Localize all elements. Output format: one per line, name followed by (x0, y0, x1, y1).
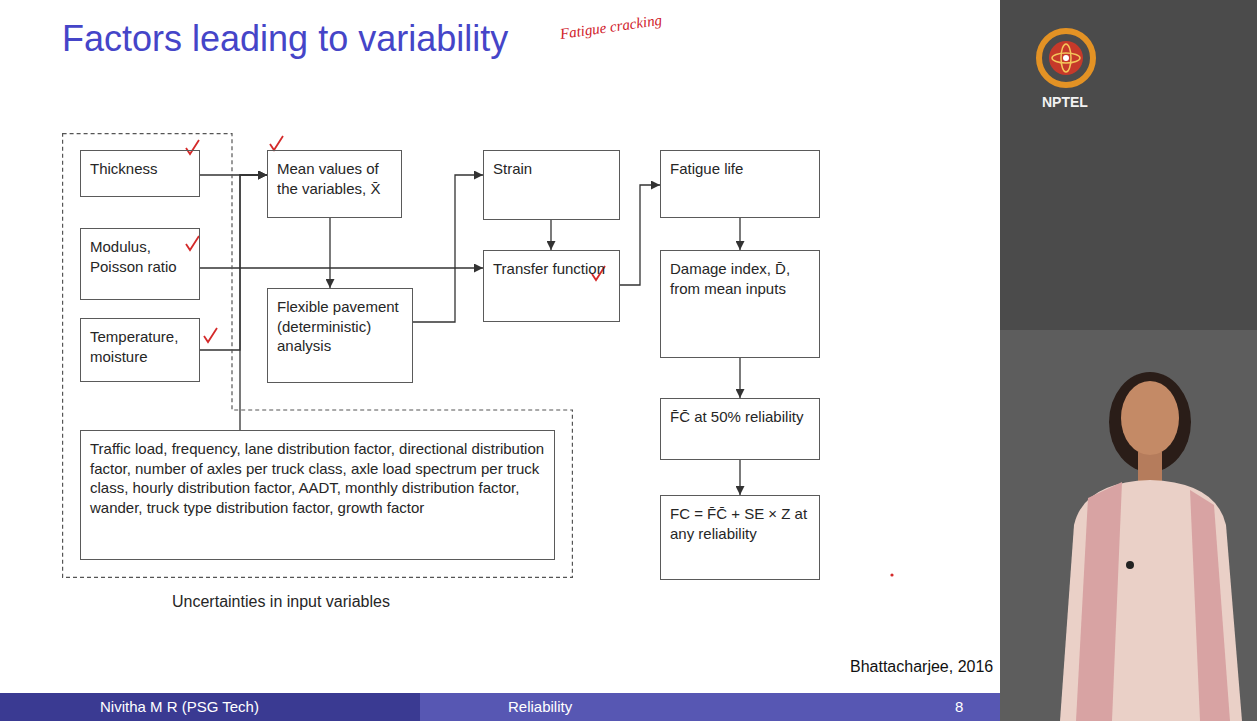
flow-arrow (620, 185, 660, 285)
dashed-outline-path (63, 134, 573, 578)
uncertainty-region: Uncertainties in input variablesThicknes… (62, 133, 573, 578)
presenter-scarf (1076, 482, 1122, 721)
page-number: 8 (955, 698, 963, 715)
presenter-face (1121, 381, 1179, 455)
flow-arrow (200, 267, 483, 268)
input-box: Thickness (80, 150, 200, 197)
check-mark (204, 328, 217, 342)
flow-arrow (329, 218, 330, 288)
input-box: Temperature, moisture (80, 318, 200, 382)
footer-bar (0, 693, 420, 721)
box-text: Traffic load, frequency, lane distributi… (90, 439, 545, 517)
flow-arrow (739, 218, 740, 250)
logo-center (1063, 55, 1069, 61)
handwritten-note: Fatigue cracking (559, 12, 663, 43)
presenter-scarf (1190, 490, 1230, 721)
microphone (1126, 561, 1134, 569)
box-text: Flexible pavement (deterministic) analys… (277, 297, 403, 356)
slide-title: Factors leading to variability (62, 18, 508, 60)
check-mark (186, 236, 199, 250)
box-text: Modulus, Poisson ratio (90, 237, 190, 276)
logo-orbit (1052, 53, 1080, 63)
process-box: Fatigue life (660, 150, 820, 218)
traffic-box: Traffic load, frequency, lane distributi… (80, 430, 555, 560)
footer-bar (420, 693, 1000, 721)
flow-arrow (739, 358, 740, 398)
flow-arrow (550, 220, 551, 250)
side-panel (1000, 0, 1257, 721)
box-text: Fatigue life (670, 159, 810, 179)
box-text: Strain (493, 159, 610, 179)
logo-text: NPTEL (1042, 94, 1088, 110)
box-text: Damage index, D̄, from mean inputs (670, 259, 810, 298)
process-box: Mean values of the variables, X̄ (267, 150, 402, 218)
check-mark (270, 136, 283, 150)
box-text: F̄C̄ at 50% reliability (670, 407, 810, 427)
process-box: FC = F̄C̄ + SE × Z at any reliability (660, 495, 820, 580)
input-box: Modulus, Poisson ratio (80, 228, 200, 300)
check-mark (186, 140, 199, 154)
logo-ring (1039, 31, 1093, 85)
process-box: Strain (483, 150, 620, 220)
process-box: F̄C̄ at 50% reliability (660, 398, 820, 460)
box-text: FC = F̄C̄ + SE × Z at any reliability (670, 504, 810, 543)
presenter-body (1060, 480, 1242, 721)
process-box: Transfer function (483, 250, 620, 322)
box-text: Transfer function (493, 259, 610, 279)
flow-arrow (739, 460, 740, 495)
pen-dot (890, 573, 893, 576)
flow-arrow (240, 175, 267, 430)
region-heading: Uncertainties in input variables (172, 592, 390, 613)
logo-orbit (1061, 44, 1071, 72)
flow-arrow (200, 175, 267, 350)
process-box: Damage index, D̄, from mean inputs (660, 250, 820, 358)
flow-arrow (413, 175, 483, 322)
box-text: Temperature, moisture (90, 327, 190, 366)
process-box: Flexible pavement (deterministic) analys… (267, 288, 413, 383)
footer-section: Reliability (508, 698, 572, 715)
citation: Bhattacharjee, 2016 (850, 658, 993, 676)
box-text: Thickness (90, 159, 190, 179)
video-background (1000, 330, 1257, 721)
box-text: Mean values of the variables, X̄ (277, 159, 392, 198)
logo-core (1049, 41, 1083, 75)
footer-author: Nivitha M R (PSG Tech) (100, 698, 259, 715)
